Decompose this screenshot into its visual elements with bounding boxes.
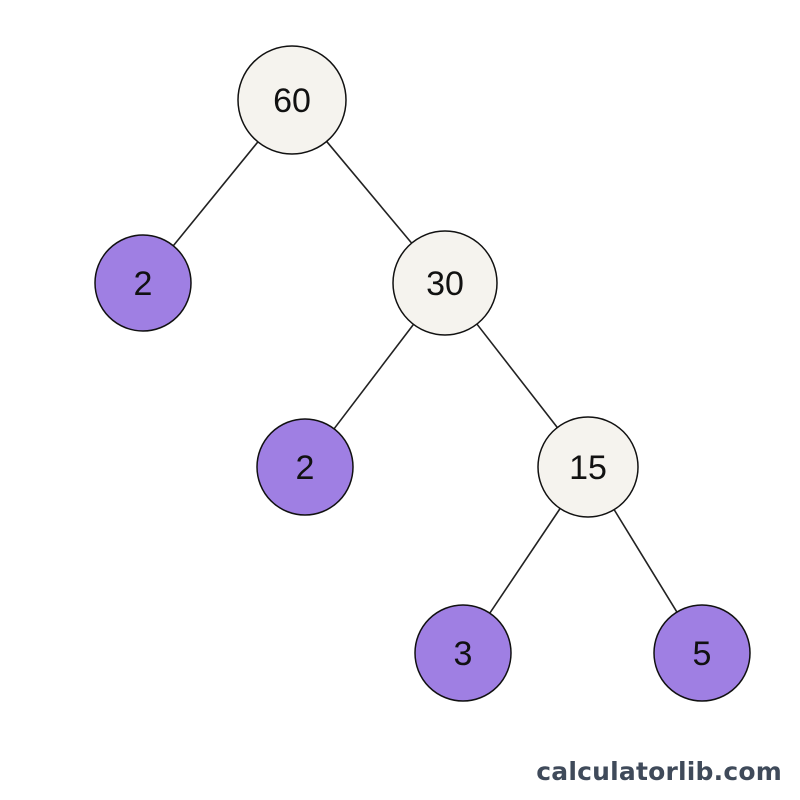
node-label: 5 [693,635,712,673]
tree-edges [172,140,678,614]
edge-60-to-2 [172,141,259,247]
composite-node-30: 30 [392,230,498,336]
node-circle [537,416,639,518]
prime-node-2: 2 [94,234,192,332]
prime-node-5: 5 [653,604,751,702]
prime-node-3: 3 [414,604,512,702]
composite-node-15: 15 [537,416,639,518]
edge-30-to-2 [333,323,415,430]
node-circle [414,604,512,702]
node-label: 2 [134,265,153,303]
node-circle [94,234,192,332]
edge-15-to-5 [613,509,678,613]
edge-30-to-15 [476,323,558,429]
node-label: 15 [569,449,607,487]
node-label: 30 [426,265,464,303]
node-label: 2 [296,449,315,487]
node-label: 60 [273,82,311,120]
node-circle [392,230,498,336]
node-circle [256,418,354,516]
composite-node-60: 60 [237,45,347,155]
node-circle [653,604,751,702]
node-label: 3 [454,635,473,673]
watermark-text: calculatorlib.com [536,757,782,786]
prime-node-2: 2 [256,418,354,516]
tree-nodes: 60 2 30 2 15 3 5 [94,45,751,702]
edge-60-to-30 [326,140,413,244]
edge-15-to-3 [489,508,561,614]
node-circle [237,45,347,155]
